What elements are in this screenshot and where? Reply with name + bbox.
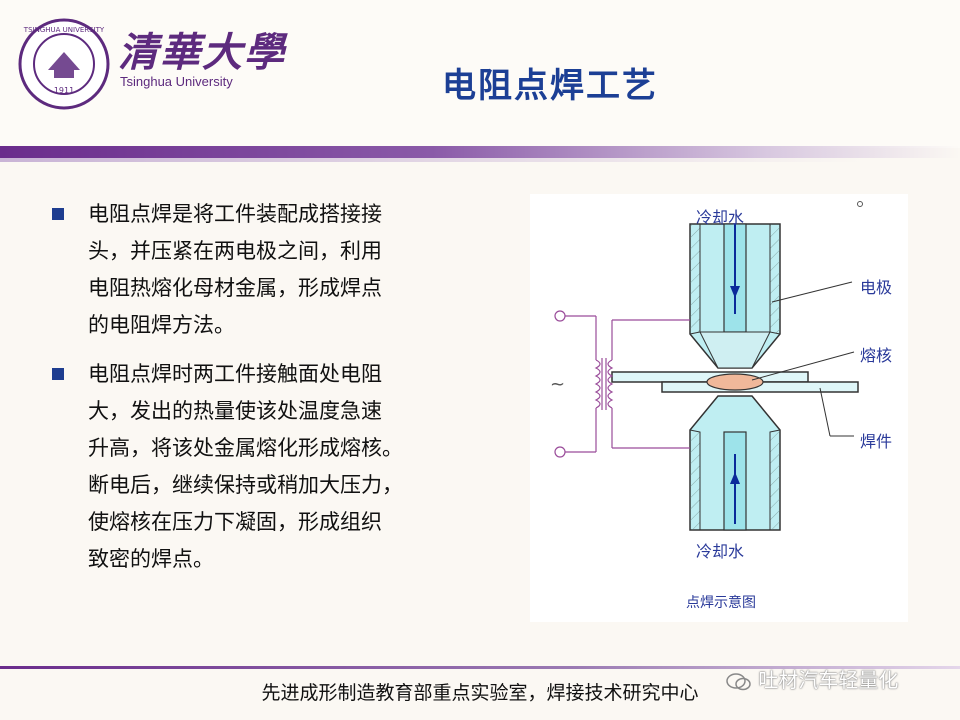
bullet-line: 使熔核在压力下凝固，形成组织 — [88, 510, 382, 534]
diagram-drawing — [554, 201, 863, 531]
bullet-line: 电阻点焊时两工件接触面处电阻 — [88, 362, 382, 386]
workpiece-sheets — [611, 371, 859, 393]
weld-nugget — [706, 373, 764, 391]
header-divider-band — [0, 146, 960, 158]
label-top-cooling-water: 冷却水 — [696, 208, 745, 227]
slide-title: 电阻点焊工艺 — [442, 66, 658, 106]
bullet-item-1: 电阻点焊是将工件装配成搭接接 头，并压紧在两电极之间，利用 电阻热熔化母材金属，… — [52, 196, 492, 344]
diagram-caption: 点焊示意图 — [686, 595, 756, 611]
spot-welding-diagram: 冷却水 电极 熔核 焊件 ~ 冷却水 点焊示意图 — [530, 194, 908, 622]
bullet-square-icon — [52, 368, 64, 380]
bullet-line: 断电后，继续保持或稍加大压力， — [88, 473, 403, 497]
footer-text: 先进成形制造教育部重点实验室，焊接技术研究中心 — [261, 682, 699, 704]
bullet-item-2: 电阻点焊时两工件接触面处电阻 大，发出的热量使该处温度急速 升高，将该处金属熔化… — [52, 356, 492, 578]
label-workpiece: 焊件 — [860, 432, 893, 451]
watermark: 吐材汽车轻量化 — [726, 664, 946, 692]
tsinghua-seal-logo: 1911 TSINGHUA UNIVERSITY — [18, 18, 110, 110]
wechat-icon — [726, 672, 751, 690]
seal-ring-text: TSINGHUA UNIVERSITY — [23, 26, 105, 34]
upper-electrode — [689, 223, 781, 369]
bullet-line: 头，并压紧在两电极之间，利用 — [88, 239, 382, 263]
slide-header: 1911 TSINGHUA UNIVERSITY 清華大學 Tsinghua U… — [0, 0, 960, 148]
bullet-square-icon — [52, 208, 64, 220]
logo-chinese: 清華大學 — [118, 29, 286, 76]
lower-electrode — [689, 395, 781, 531]
bullet-line: 致密的焊点。 — [88, 547, 214, 571]
seal-year: 1911 — [54, 86, 74, 95]
ac-source-symbol: ~ — [550, 374, 566, 395]
bullet-line: 电阻热熔化母材金属，形成焊点 — [88, 276, 382, 300]
label-bottom-cooling-water: 冷却水 — [696, 542, 745, 561]
bullet-line: 大，发出的热量使该处温度急速 — [88, 399, 382, 423]
header-divider-shadow — [0, 158, 960, 162]
label-leaders — [751, 281, 855, 437]
watermark-text: 吐材汽车轻量化 — [758, 668, 899, 692]
bullet-line: 的电阻焊方法。 — [88, 313, 235, 337]
corner-dot — [857, 201, 863, 207]
bullet-line: 升高，将该处金属熔化形成熔核。 — [88, 436, 403, 460]
label-electrode: 电极 — [860, 278, 893, 297]
logo-english: Tsinghua University — [120, 74, 233, 89]
footer-divider — [0, 666, 960, 669]
bullet-list: 电阻点焊是将工件装配成搭接接 头，并压紧在两电极之间，利用 电阻热熔化母材金属，… — [52, 196, 492, 590]
power-circuit — [554, 310, 690, 458]
bullet-line: 电阻点焊是将工件装配成搭接接 — [88, 202, 382, 226]
label-weld-nugget: 熔核 — [860, 346, 893, 365]
